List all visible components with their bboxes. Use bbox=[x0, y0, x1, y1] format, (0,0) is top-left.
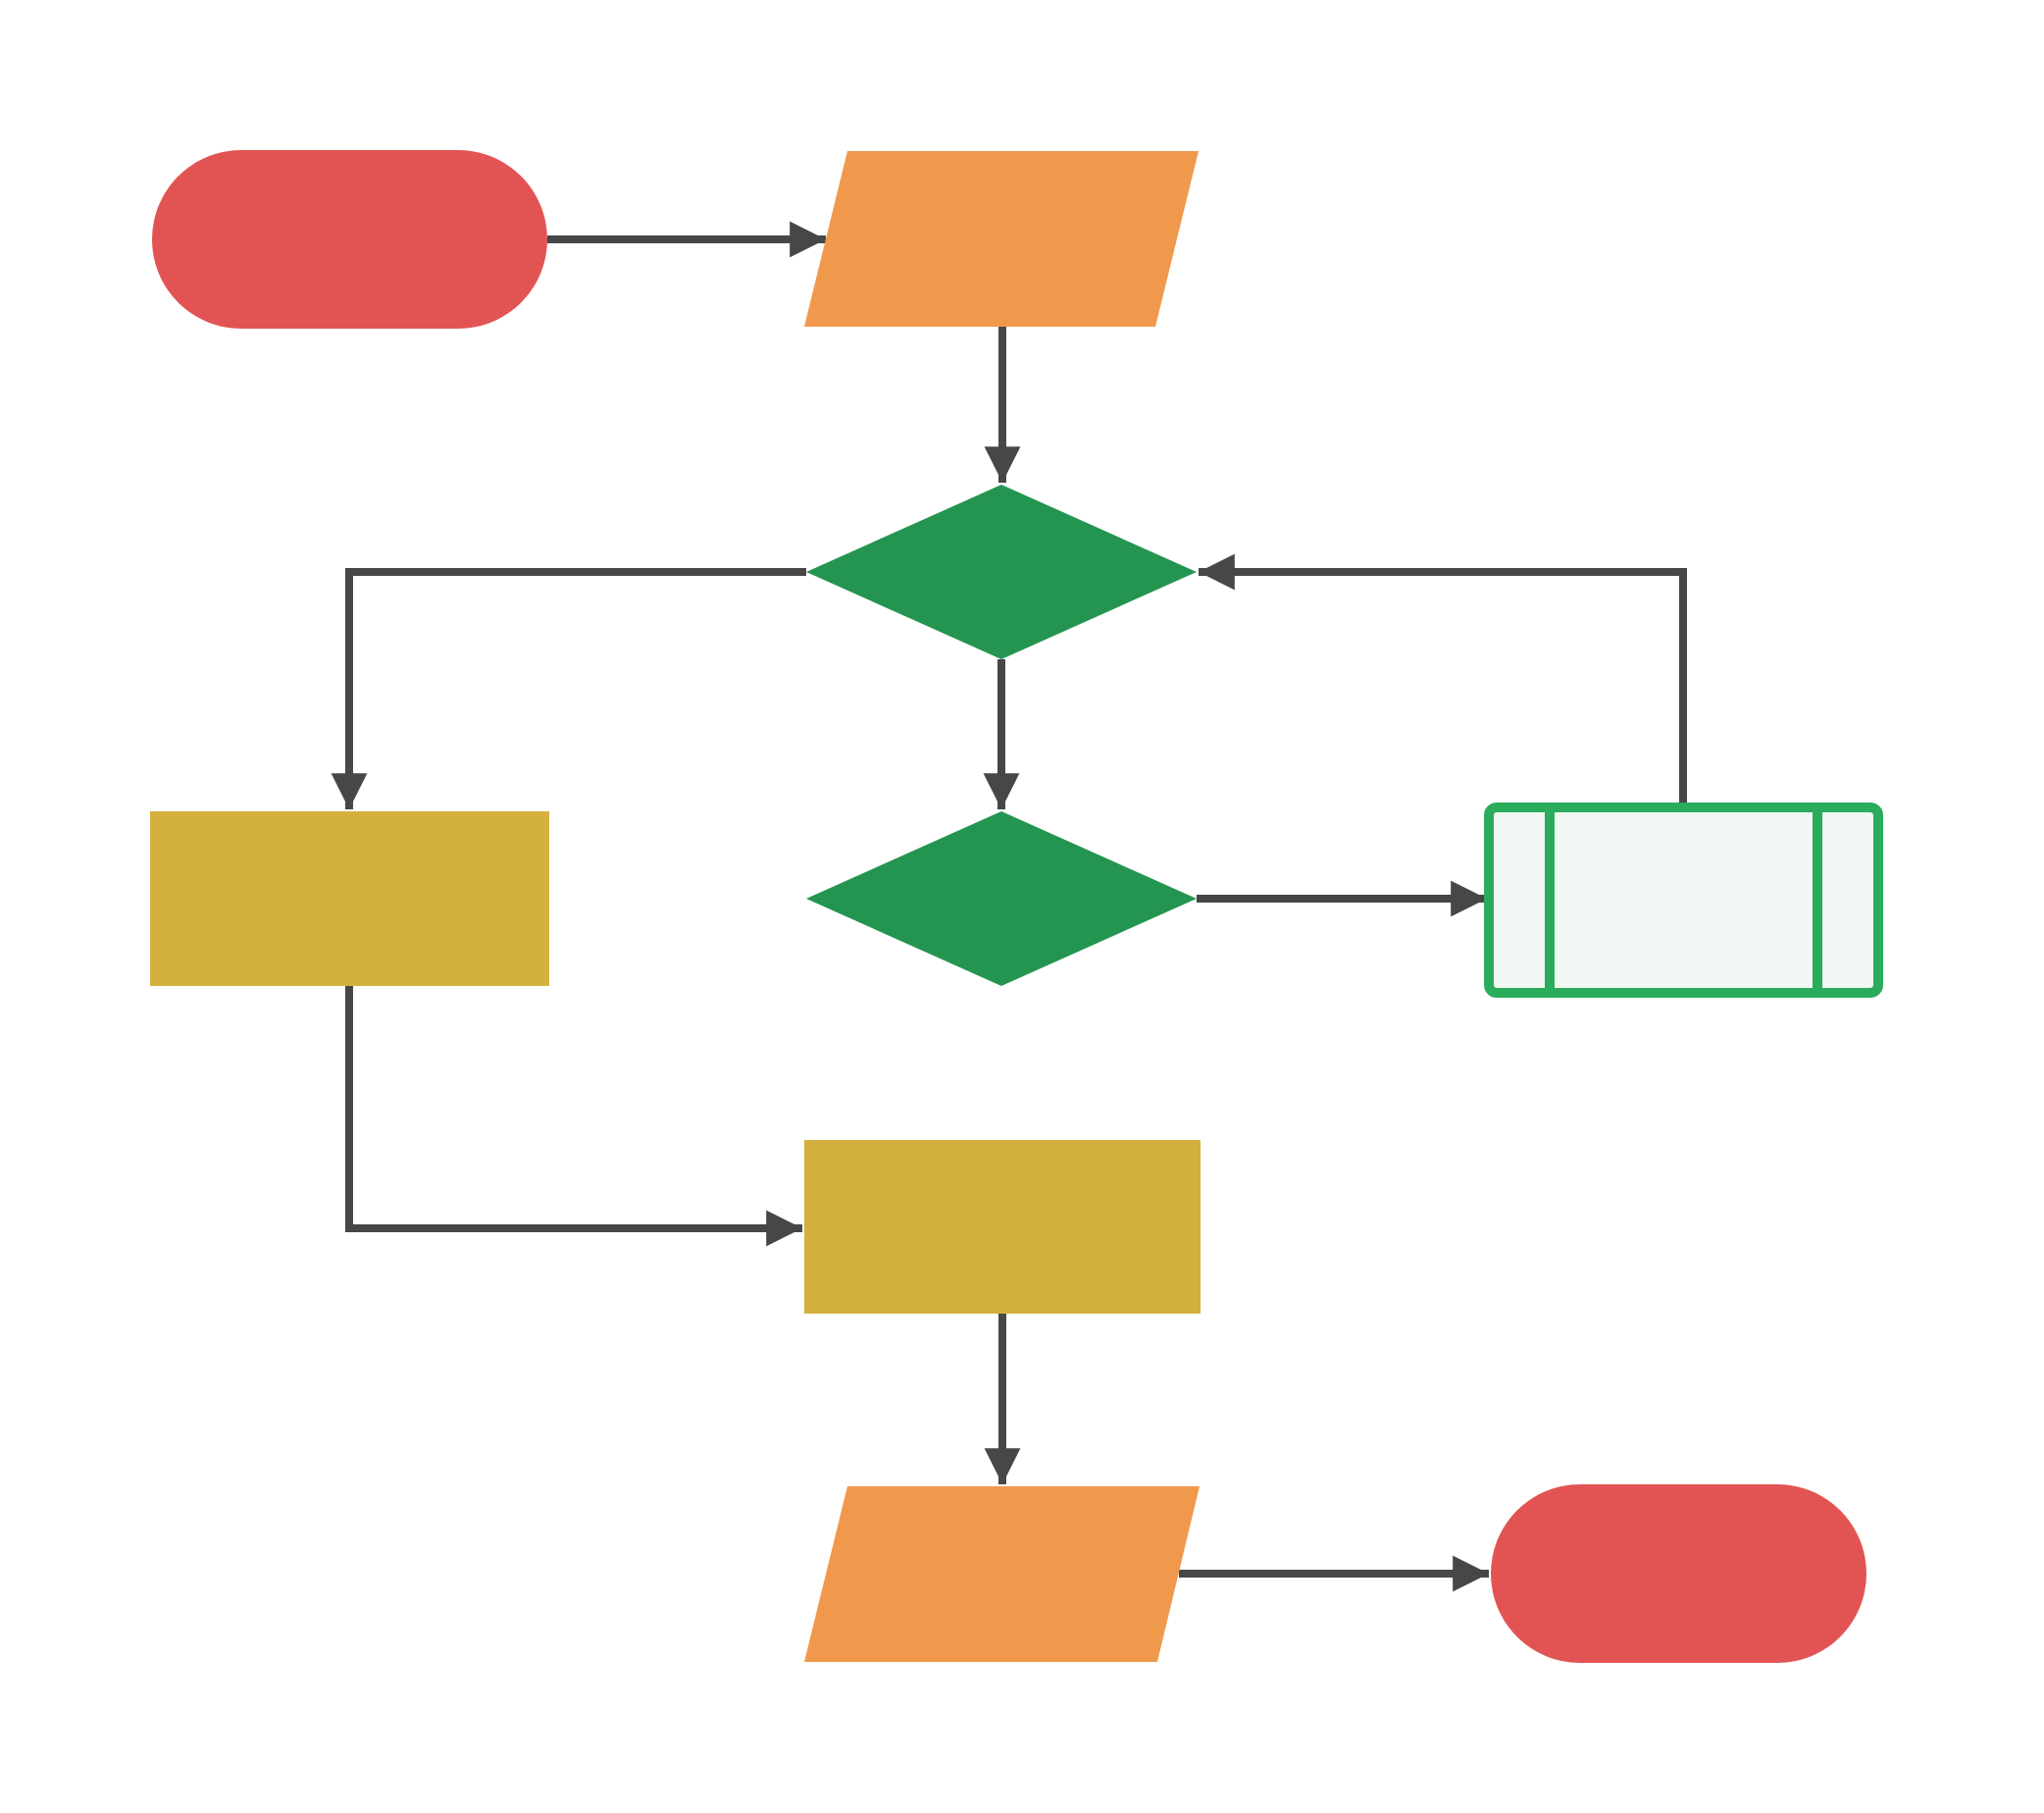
connector-decision1-to-process1 bbox=[331, 568, 806, 809]
connector-predefined-to-decision1 bbox=[1199, 553, 1687, 807]
output-parallelogram bbox=[804, 1486, 1200, 1662]
predefined-process bbox=[1484, 803, 1883, 998]
decision-2-diamond bbox=[806, 811, 1197, 986]
process-2-rectangle bbox=[804, 1140, 1201, 1314]
start-terminator bbox=[152, 150, 547, 329]
input-parallelogram bbox=[804, 151, 1199, 327]
decision-1-diamond bbox=[806, 485, 1197, 659]
predefined-process-body bbox=[1484, 803, 1883, 998]
connector-process1-to-process2 bbox=[345, 986, 802, 1247]
process-1-rectangle bbox=[150, 811, 549, 986]
end-terminator bbox=[1491, 1484, 1866, 1663]
